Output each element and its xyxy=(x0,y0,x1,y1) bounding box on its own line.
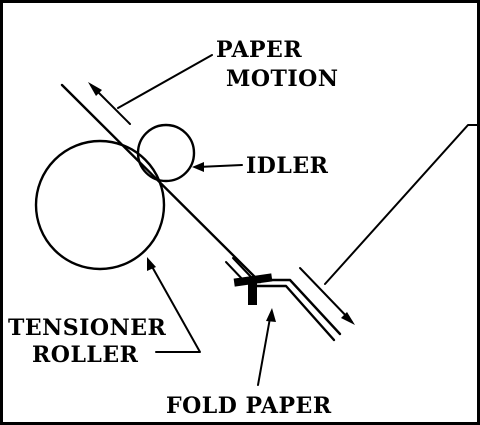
paper-motion-label-line2: MOTION xyxy=(226,66,338,92)
tensioner-leader xyxy=(147,257,201,353)
tensioner-label-line1: TENSIONER xyxy=(8,315,166,341)
paper-motion-leader xyxy=(117,54,213,109)
fold-paper-leader xyxy=(257,308,276,386)
folded-paper xyxy=(225,257,342,342)
tensioner-roller xyxy=(34,139,166,271)
idler-leader xyxy=(192,162,243,172)
fold-clip xyxy=(233,273,273,305)
paper-motion-arrow xyxy=(88,82,131,125)
fold-paper-label: FOLD PAPER xyxy=(166,393,332,419)
paper-motion-label-line1: PAPER xyxy=(216,37,302,63)
tensioner-label-line2: ROLLER xyxy=(32,342,139,368)
idler-roller xyxy=(136,123,196,183)
paper-motion-arrow-lower xyxy=(299,267,355,325)
idler-label: IDLER xyxy=(246,153,329,179)
paper-motion-leader-right xyxy=(324,124,480,285)
